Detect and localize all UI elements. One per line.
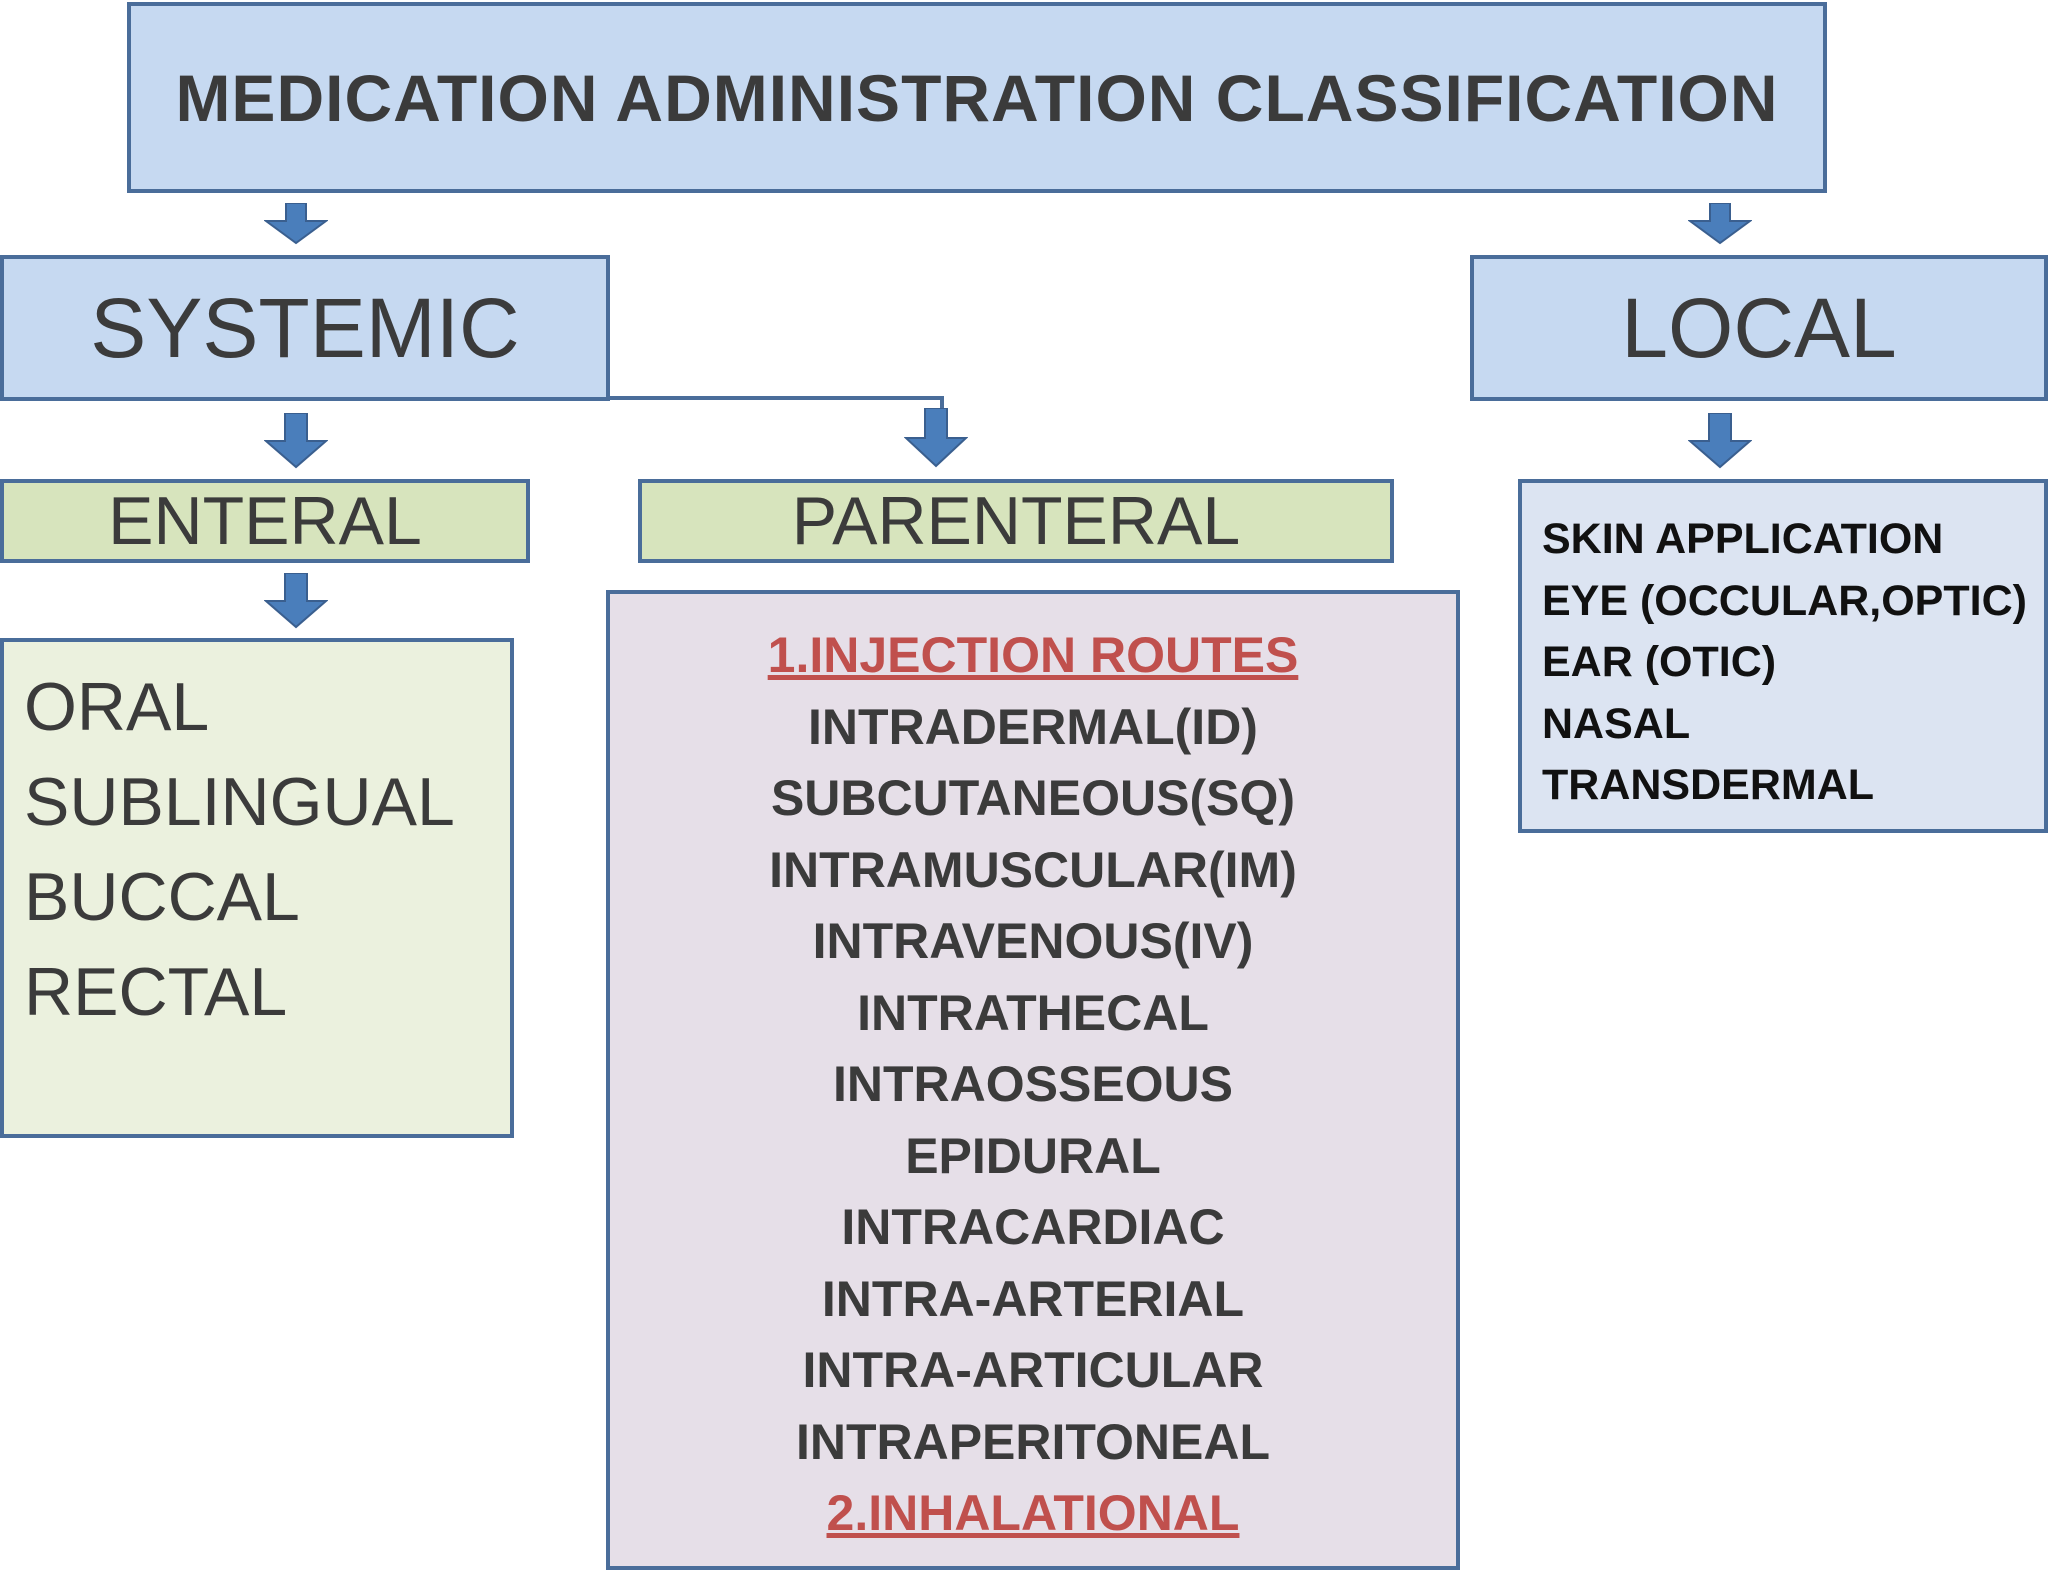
list-item: INTRAVENOUS(IV) [812, 913, 1254, 969]
enteral-label: ENTERAL [108, 483, 422, 559]
enteral-box: ENTERAL [0, 479, 530, 563]
list-item: INTRACARDIAC [841, 1199, 1225, 1255]
list-item: EPIDURAL [905, 1127, 1161, 1184]
list-item: INTRA-ARTERIAL [821, 1270, 1245, 1327]
enteral-routes-box: ORAL SUBLINGUAL BUCCAL RECTAL [0, 638, 514, 1138]
list-item: SKIN APPLICATION [1542, 515, 1944, 563]
arrow-down-icon [264, 203, 328, 245]
arrow-down-icon [264, 413, 328, 469]
local-box: LOCAL [1470, 255, 2048, 401]
injection-routes-heading: 1.INJECTION ROUTES [767, 627, 1299, 683]
list-item: EAR (OTIC) [1542, 638, 1777, 686]
parenteral-label: PARENTERAL [791, 483, 1241, 559]
list-item: INTRAOSSEOUS [832, 1056, 1234, 1112]
arrow-down-icon [1688, 203, 1752, 245]
list-item: BUCCAL [24, 859, 300, 935]
list-item: EYE (OCCULAR,OPTIC) [1542, 576, 2027, 625]
list-item: TRANSDERMAL [1542, 761, 1875, 809]
list-item: SUBCUTANEOUS(SQ) [770, 770, 1296, 826]
list-item: INTRAMUSCULAR(IM) [769, 841, 1297, 898]
list-item: SUBLINGUAL [24, 764, 455, 840]
arrow-down-icon [264, 573, 328, 629]
connector-line [608, 396, 944, 410]
list-item: ORAL [24, 669, 210, 745]
list-item: NASAL [1542, 699, 1691, 748]
parenteral-box: PARENTERAL [638, 479, 1394, 563]
list-item: INTRA-ARTICULAR [802, 1342, 1264, 1398]
diagram-title: MEDICATION ADMINISTRATION CLASSIFICATION [175, 60, 1779, 135]
list-item: RECTAL [24, 954, 288, 1030]
local-label: LOCAL [1621, 280, 1897, 375]
arrow-down-icon [1688, 413, 1752, 469]
title-box: MEDICATION ADMINISTRATION CLASSIFICATION [127, 2, 1827, 193]
list-item: INTRAPERITONEAL [795, 1413, 1271, 1470]
list-item: INTRATHECAL [857, 984, 1209, 1041]
list-item: INTRADERMAL(ID) [808, 698, 1258, 755]
arrow-down-icon [904, 408, 968, 468]
inhalational-heading: 2.INHALATIONAL [826, 1485, 1240, 1541]
systemic-label: SYSTEMIC [90, 280, 520, 375]
parenteral-routes-box: 1.INJECTION ROUTES INTRADERMAL(ID) SUBCU… [606, 590, 1460, 1570]
systemic-box: SYSTEMIC [0, 255, 610, 401]
local-routes-box: SKIN APPLICATION EYE (OCCULAR,OPTIC) EAR… [1518, 479, 2048, 833]
